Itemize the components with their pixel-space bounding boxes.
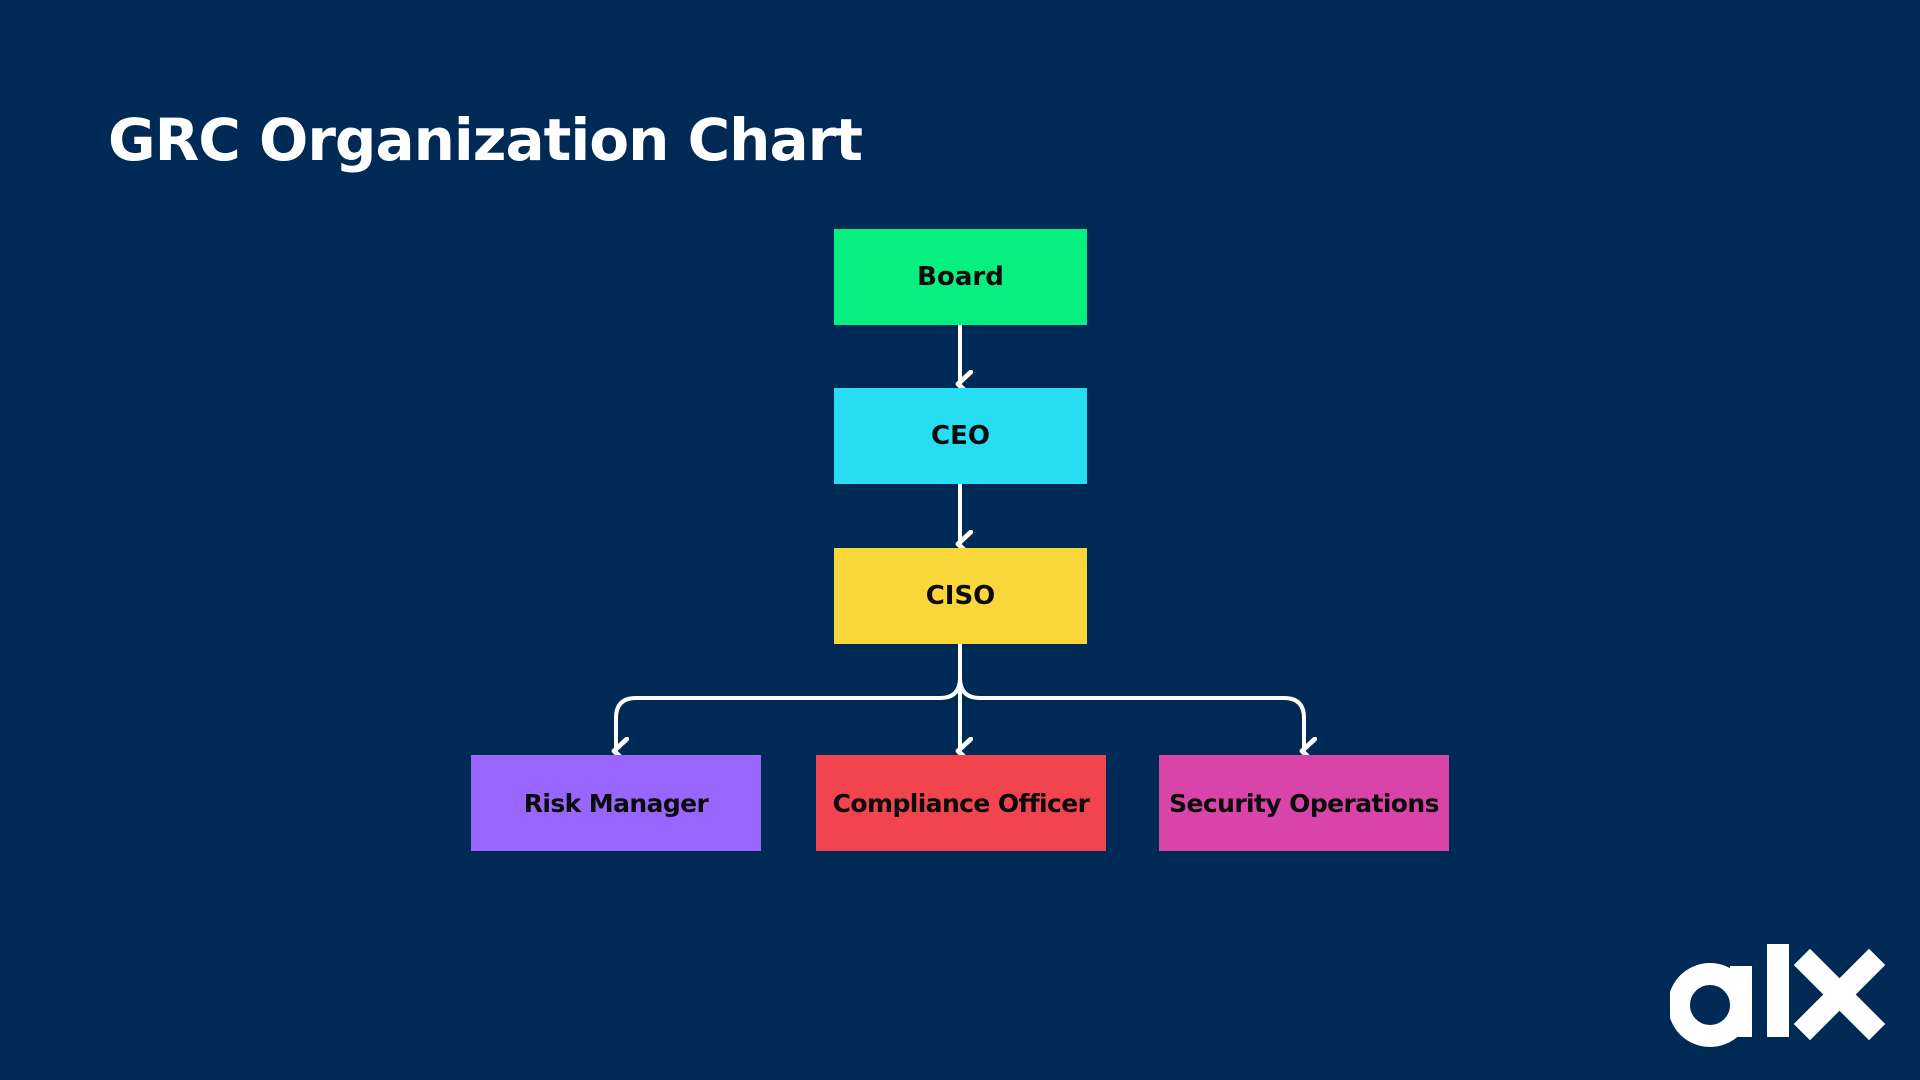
connector-ciso-secops [958,642,1304,751]
board-node: Board [834,229,1087,325]
security-operations-node: Security Operations [1159,755,1449,851]
compliance-officer-label: Compliance Officer [832,788,1090,818]
ceo-node: CEO [834,388,1087,484]
ceo-label: CEO [931,421,990,451]
security-operations-label: Security Operations [1169,788,1439,818]
ciso-node: CISO [834,548,1087,644]
board-label: Board [917,262,1004,292]
alx-logo [1670,944,1886,1047]
risk-manager-label: Risk Manager [523,788,709,818]
ciso-label: CISO [925,581,996,611]
compliance-officer-node: Compliance Officer [816,755,1106,851]
risk-manager-node: Risk Manager [471,755,761,851]
connector-ciso-risk [616,642,962,751]
page-title: GRC Organization Chart [108,106,863,174]
